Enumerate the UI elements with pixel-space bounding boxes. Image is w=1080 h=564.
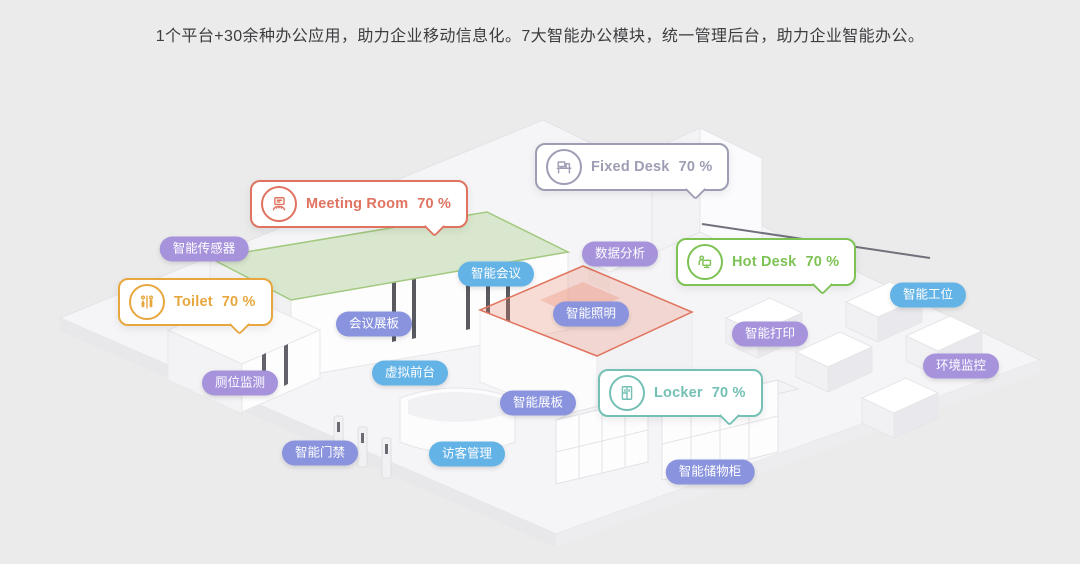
- pill-smart-lighting: 智能照明: [552, 301, 630, 327]
- locker-icon: [609, 375, 645, 411]
- callout-toilet: Toilet 70 %: [118, 278, 273, 326]
- callout-fixed-desk: Fixed Desk 70 %: [535, 143, 730, 191]
- callout-value: 70 %: [711, 385, 746, 401]
- pill-smart-workstation: 智能工位: [889, 282, 967, 308]
- callout-label: Fixed Desk: [591, 159, 670, 175]
- callout-hot-desk: Hot Desk 70 %: [676, 238, 857, 286]
- callout-value: 70 %: [805, 254, 840, 270]
- pill-virtual-reception: 虚拟前台: [371, 360, 449, 386]
- callout-value: 70 %: [417, 196, 452, 212]
- hot-desk-icon: [687, 244, 723, 280]
- pill-smart-display-board: 智能展板: [499, 390, 577, 416]
- pill-environment-monitoring: 环境监控: [922, 353, 1000, 379]
- pill-smart-sensor: 智能传感器: [159, 236, 249, 262]
- callout-label: Locker: [654, 385, 703, 401]
- callout-locker: Locker 70 %: [598, 369, 763, 417]
- reception-desk: [399, 387, 516, 454]
- meeting-room-icon: [261, 186, 297, 222]
- callout-value: 70 %: [678, 159, 713, 175]
- page-title: 1个平台+30余种办公应用，助力企业移动信息化。7大智能办公模块，统一管理后台，…: [155, 28, 925, 45]
- toilet-icon: [129, 284, 165, 320]
- callout-meeting-room: Meeting Room 70 %: [250, 180, 469, 228]
- pill-smart-locker: 智能储物柜: [665, 459, 755, 485]
- pill-visitor-management: 访客管理: [428, 441, 506, 467]
- callout-label: Toilet: [174, 294, 213, 310]
- pill-smart-access-control: 智能门禁: [281, 440, 359, 466]
- callout-label: Hot Desk: [732, 254, 797, 270]
- callout-label: Meeting Room: [306, 196, 409, 212]
- pill-toilet-stall-monitoring: 厕位监测: [201, 370, 279, 396]
- pill-meeting-display-board: 会议展板: [335, 311, 413, 337]
- pill-smart-meeting: 智能会议: [457, 261, 535, 287]
- pill-data-analysis: 数据分析: [581, 241, 659, 267]
- fixed-desk-icon: [546, 149, 582, 185]
- callout-value: 70 %: [221, 294, 256, 310]
- pill-smart-printing: 智能打印: [731, 321, 809, 347]
